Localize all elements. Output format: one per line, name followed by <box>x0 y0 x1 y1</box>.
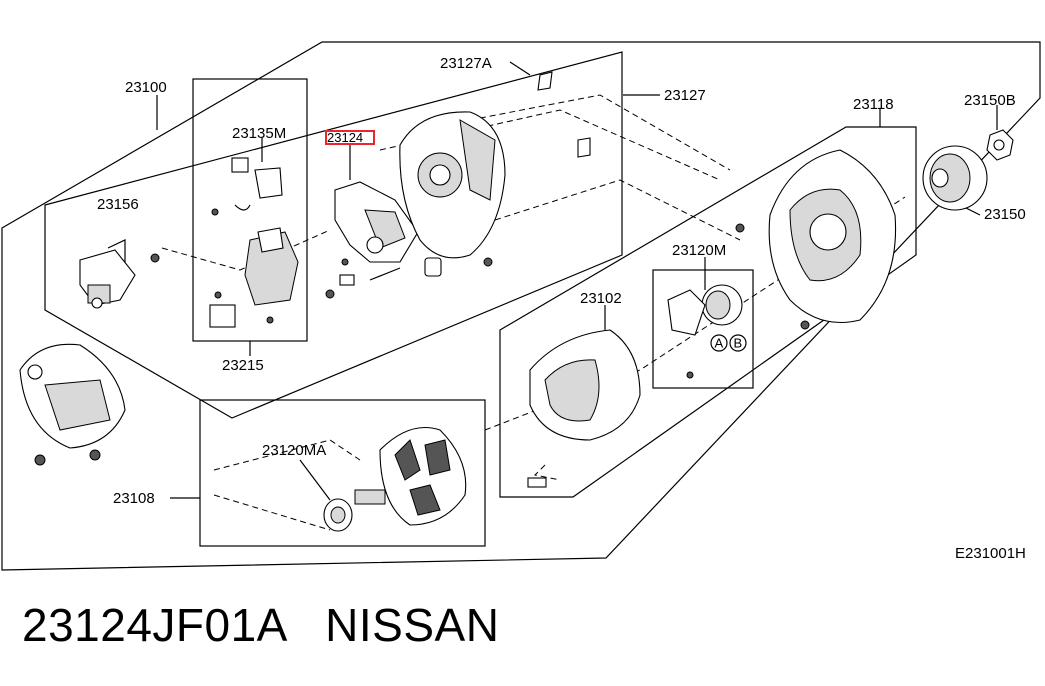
regulator-plate-23124 <box>325 181 419 299</box>
assembly-line-a <box>161 229 331 271</box>
rear-cover-part <box>19 343 126 466</box>
mark-b-label: B <box>734 336 743 351</box>
nut-part-23150B <box>986 129 1014 161</box>
part-number: 23124JF01A <box>22 599 286 651</box>
assembly-line-d <box>494 179 741 241</box>
callout-23127: 23127 <box>664 87 706 104</box>
leader-23127A <box>509 61 531 76</box>
callout-23150B: 23150B <box>964 92 1016 109</box>
callout-23215: 23215 <box>222 357 264 374</box>
callout-23120M: 23120M <box>672 242 726 259</box>
brand-name: NISSAN <box>325 599 500 651</box>
brush-parts-23135M <box>211 157 283 216</box>
rotor-part-23108 <box>323 426 467 532</box>
assembly-line-h <box>533 464 561 481</box>
group-box-23100 <box>44 51 623 419</box>
group-box-23215 <box>192 78 308 342</box>
callout-23124: 23124 <box>327 130 363 145</box>
mark-a-circle <box>710 334 728 352</box>
assembly-line-g <box>213 494 331 531</box>
stator-part-23102 <box>527 329 641 488</box>
callout-23102: 23102 <box>580 290 622 307</box>
mark-b-circle <box>729 334 747 352</box>
target-part-highlight-box <box>325 130 375 145</box>
assembly-line-c <box>469 94 731 171</box>
rear-housing-part-23127 <box>399 71 591 277</box>
rectifier-part-23215 <box>209 227 299 328</box>
callout-23120MA: 23120MA <box>262 442 326 459</box>
pulley-part-23150 <box>922 145 988 211</box>
callout-23135M: 23135M <box>232 125 286 142</box>
group-box-23108 <box>199 399 486 547</box>
callout-23150: 23150 <box>984 206 1026 223</box>
leader-23120MA <box>299 459 331 501</box>
front-housing-part-23118 <box>735 149 897 330</box>
part-caption: 23124JF01A NISSAN <box>22 598 499 652</box>
callout-23108: 23108 <box>113 490 155 507</box>
callout-23100: 23100 <box>125 79 167 96</box>
assembly-line-f <box>213 439 361 471</box>
assembly-frame <box>1 41 1041 571</box>
group-box-23118 <box>499 126 917 498</box>
callout-23127A: 23127A <box>440 55 492 72</box>
bearing-part-23120M <box>667 284 747 379</box>
diagram-code: E231001H <box>955 545 1026 562</box>
callout-23118: 23118 <box>853 96 894 113</box>
callout-23156: 23156 <box>97 196 139 213</box>
regulator-part-23156 <box>79 249 160 309</box>
group-box-23120M <box>652 269 754 389</box>
mark-a-label: A <box>715 336 724 351</box>
